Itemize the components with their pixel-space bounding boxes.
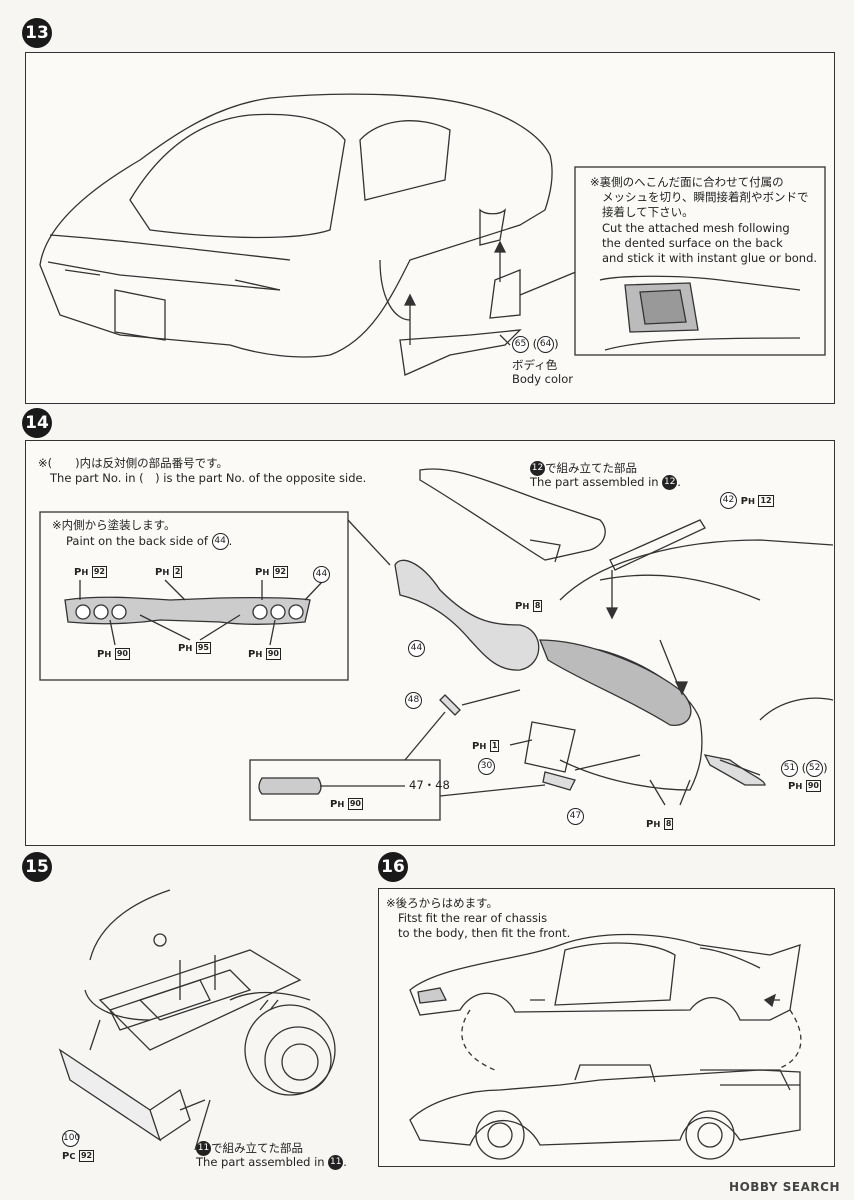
step-15-assembled-en: The part assembled in 11. <box>196 1155 347 1170</box>
paint-1: PH 1 <box>472 740 500 752</box>
step-14-note-ja: ※( )内は反対側の部品番号です。 <box>38 456 228 470</box>
part-47: 47 <box>567 808 584 825</box>
step-13-note-ja-2: メッシュを切り、瞬間接着剤やボンドで <box>602 190 809 204</box>
part-44b: 44 <box>408 640 425 657</box>
part-51-52: 51 (52) <box>781 760 828 777</box>
step-16-number: 16 <box>378 852 408 882</box>
step-14-inset-en: Paint on the back side of 44. <box>66 533 233 550</box>
step-12-ref-badge-2: 12 <box>662 475 678 490</box>
paint-90d: PH 90 <box>788 780 821 792</box>
step-16-panel <box>378 888 835 1167</box>
paint-95: PH 95 <box>178 642 211 654</box>
part-42-label: 42 PH 12 <box>720 492 774 509</box>
step-16-note-en-2: to the body, then fit the front. <box>398 926 571 940</box>
step-13-note-en-1: Cut the attached mesh following <box>602 221 790 235</box>
paint-92a: PH 92 <box>74 566 107 578</box>
step-14-number: 14 <box>22 408 52 438</box>
part-44a: 44 <box>313 566 330 583</box>
step-16-note-ja: ※後ろからはめます。 <box>386 896 498 910</box>
paint-8a: PH 8 <box>515 600 543 612</box>
step-13-note-ja-1: ※裏側のへこんだ面に合わせて付属の <box>590 175 784 189</box>
step-12-ref-badge: 12 <box>530 461 545 476</box>
paint-90c: PH 90 <box>330 798 363 810</box>
step-13-part-number: 65 (64) <box>512 336 559 353</box>
paint-92b: PH 92 <box>255 566 288 578</box>
part-65-badge: 65 <box>512 336 529 353</box>
step-14-inset-ja: ※内側から塗装します。 <box>52 518 176 532</box>
part-47-48: 47・48 <box>409 778 450 792</box>
part-100: 100 <box>62 1130 80 1147</box>
step-13-number: 13 <box>22 18 52 48</box>
step-15-number: 15 <box>22 852 52 882</box>
assembled-en-text: The part assembled in <box>530 475 659 489</box>
paint-90b: PH 90 <box>248 648 281 660</box>
inset-en-text: Paint on the back side of <box>66 534 208 548</box>
paint-8b: PH 8 <box>646 818 674 830</box>
part-64-badge: 64 <box>537 336 555 353</box>
step-16-note-en-1: Fitst fit the rear of chassis <box>398 911 548 925</box>
paint-90a: PH 90 <box>97 648 130 660</box>
assembled-ja-text: で組み立てた部品 <box>545 461 637 475</box>
step-13-color-ja: ボディ色 <box>512 358 558 372</box>
part-48: 48 <box>405 692 422 709</box>
step-13-note-en-2: the dented surface on the back <box>602 236 783 250</box>
paint-2: PH 2 <box>155 566 183 578</box>
part-30: 30 <box>478 758 495 775</box>
step-13-color-en: Body color <box>512 372 574 386</box>
part-44-ref-badge: 44 <box>211 533 229 550</box>
step-13-note-en-3: and stick it with instant glue or bond. <box>602 251 818 265</box>
step-13-note-ja-3: 接着して下さい。 <box>602 205 694 219</box>
hobby-search-logo: HOBBY SEARCH <box>729 1180 840 1194</box>
paint-pc-92: PC 92 <box>62 1150 95 1162</box>
step-14-assembled-en: The part assembled in 12. <box>530 475 681 490</box>
step-14-note-en: The part No. in ( ) is the part No. of t… <box>50 471 367 485</box>
